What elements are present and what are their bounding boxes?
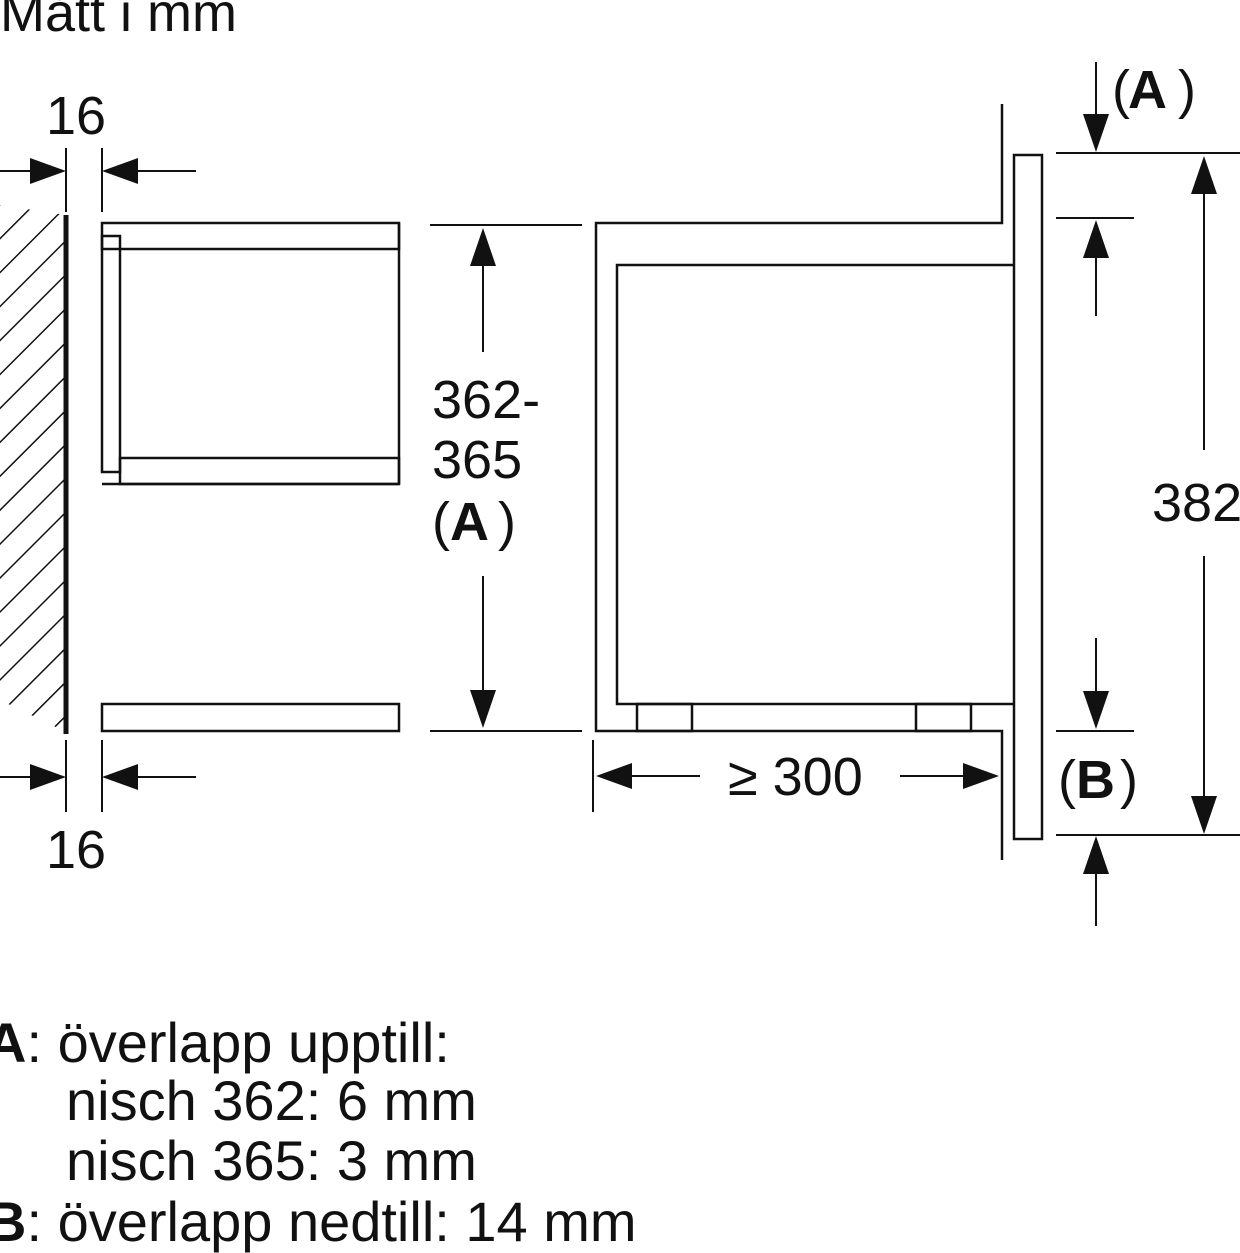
wall-gap-bottom-dimension: 16 [0,740,196,880]
legend-a: A: överlapp upptill: [0,1012,450,1074]
wall-gap-bottom-label: 16 [46,820,106,880]
overlap-bottom-dimension: ( B ) [1056,638,1240,926]
niche-height-label-line2: 365 [432,430,522,490]
wall [0,205,69,734]
legend-a-line3: nisch 365: 3 mm [66,1129,477,1192]
wall-gap-top-dimension: 16 [0,86,196,212]
niche-height-ref-open: ( [432,492,450,552]
niche-height-ref-close: ) [498,492,516,552]
overlap-top-ref-close: ) [1178,60,1196,120]
legend-a-text: : överlapp upptill: [26,1011,450,1074]
overlap-top-dimension: ( A ) [1056,60,1240,316]
units-caption: Mått i mm [0,0,237,43]
appliance-section-view [594,104,1044,860]
appliance-height-dimension: 382 [1152,156,1240,834]
legend-b: B: överlapp nedtill: 14 mm [0,1191,637,1253]
depth-dimension: ≥ 300 [592,740,999,812]
appliance-height-label: 382 [1152,473,1240,533]
niche-height-dimension: 362- 365 ( A ) [430,224,582,732]
depth-label: ≥ 300 [728,747,863,807]
overlap-bottom-ref-close: ) [1120,750,1138,810]
overlap-top-ref: A [1128,60,1167,120]
legend-a-line2: nisch 362: 6 mm [66,1069,477,1132]
installation-diagram: 16 16 362- 365 ( A ) [0,60,1240,926]
legend-b-key: B [0,1190,27,1253]
legend-a-key: A [0,1011,27,1074]
niche-height-label-line1: 362- [432,370,540,430]
overlap-top-ref-open: ( [1112,60,1130,120]
legend-b-text: : överlapp nedtill: 14 mm [26,1190,637,1253]
overlap-bottom-ref-open: ( [1058,750,1076,810]
wall-gap-top-label: 16 [46,86,106,146]
niche-height-ref: A [450,492,489,552]
overlap-bottom-ref: B [1076,750,1115,810]
niche-side-view [100,221,401,733]
